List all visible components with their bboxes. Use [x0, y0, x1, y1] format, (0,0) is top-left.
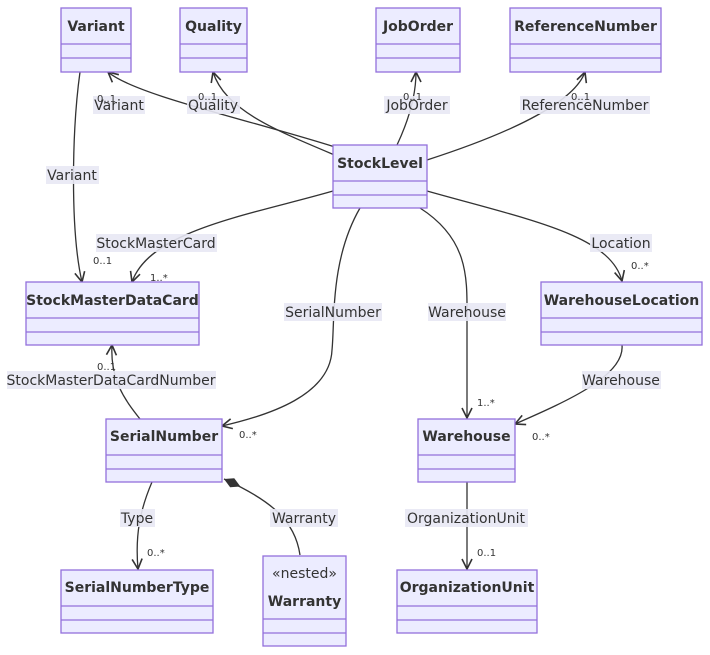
cardinality-serialnumber: 0..* — [239, 430, 257, 441]
label-stockmastercard: StockMasterCard — [96, 234, 217, 252]
class-quality[interactable]: Quality — [179, 7, 248, 73]
label-text: SerialNumber — [285, 305, 381, 321]
class-name: WarehouseLocation — [544, 293, 700, 309]
label-text: Type — [120, 511, 153, 527]
label-organizationunit: OrganizationUnit — [405, 509, 528, 527]
edge-stocklevel-smdc — [132, 190, 334, 282]
label-text: Variant — [47, 168, 97, 184]
label-variant-2: Variant — [46, 166, 99, 184]
class-stocklevel[interactable]: StockLevel — [332, 144, 428, 209]
label-variant-1: Variant — [93, 96, 145, 114]
class-stockmasterdatacard[interactable]: StockMasterDataCard — [25, 281, 200, 346]
label-text: OrganizationUnit — [407, 511, 526, 527]
class-name: SerialNumberType — [65, 580, 210, 596]
edge-stocklevel-serial — [222, 207, 361, 426]
label-text: Warehouse — [582, 373, 660, 389]
class-warranty[interactable]: «nested» Warranty — [262, 555, 347, 647]
label-text: Warranty — [272, 511, 336, 527]
label-serialnumber: SerialNumber — [284, 303, 382, 321]
label-text: StockMasterCard — [96, 236, 215, 252]
class-name: Variant — [67, 19, 125, 35]
class-referencenumber[interactable]: ReferenceNumber — [509, 7, 662, 73]
class-name: Quality — [185, 19, 242, 35]
label-refnum: ReferenceNumber — [520, 96, 650, 114]
label-joborder: JobOrder — [384, 96, 450, 114]
class-name: SerialNumber — [110, 429, 218, 445]
label-text: Variant — [94, 98, 144, 114]
class-variant[interactable]: Variant — [60, 7, 132, 73]
class-serialnumber[interactable]: SerialNumber — [105, 418, 223, 483]
cardinality-organizationunit: 0..1 — [477, 548, 496, 559]
cardinality-quality: 0..1 — [198, 92, 217, 103]
class-warehouselocation[interactable]: WarehouseLocation — [540, 281, 703, 346]
class-warehouse[interactable]: Warehouse — [417, 418, 516, 483]
cardinality-joborder: 0..1 — [403, 92, 422, 103]
class-name: StockMasterDataCard — [26, 293, 199, 309]
cardinality-warehouse-2: 0..* — [532, 432, 550, 443]
edge-stocklevel-refnum — [426, 72, 585, 161]
label-type: Type — [120, 509, 155, 527]
class-name: JobOrder — [382, 19, 453, 35]
class-name: ReferenceNumber — [514, 19, 657, 35]
cardinality-refnum: 0..1 — [571, 92, 590, 103]
cardinality-variant: 0..1 — [97, 94, 116, 105]
cardinality-variant-smdc: 0..1 — [93, 256, 112, 267]
label-text: Location — [591, 236, 650, 252]
class-joborder[interactable]: JobOrder — [375, 7, 461, 73]
label-warehouse-2: Warehouse — [582, 371, 661, 389]
label-warehouse-1: Warehouse — [428, 303, 506, 321]
class-organizationunit[interactable]: OrganizationUnit — [396, 569, 538, 634]
label-text: Warehouse — [428, 305, 506, 321]
class-stereotype: «nested» — [272, 566, 337, 582]
class-name: OrganizationUnit — [400, 580, 535, 596]
label-warranty: Warranty — [270, 509, 338, 527]
label-text: Quality — [188, 98, 238, 114]
cardinality-stockmastercard: 1..* — [150, 273, 168, 284]
cardinality-smdcnumber: 0..1 — [97, 362, 116, 373]
class-name: StockLevel — [337, 156, 423, 172]
label-quality: Quality — [187, 96, 240, 114]
cardinality-type: 0..* — [147, 548, 165, 559]
label-text: JobOrder — [385, 98, 448, 114]
label-text: ReferenceNumber — [522, 98, 649, 114]
cardinality-warehouse-1: 1..* — [477, 398, 495, 409]
class-name: Warehouse — [422, 429, 510, 445]
label-location: Location — [590, 234, 652, 252]
class-serialnumbertype[interactable]: SerialNumberType — [60, 569, 214, 634]
class-name: Warranty — [268, 594, 341, 610]
label-text: StockMasterDataCardNumber — [7, 373, 216, 389]
cardinality-location: 0..* — [631, 261, 649, 272]
label-smdcnumber: StockMasterDataCardNumber — [7, 371, 216, 389]
edge-stocklevel-whloc — [426, 190, 622, 281]
edge-stocklevel-quality — [213, 72, 338, 157]
